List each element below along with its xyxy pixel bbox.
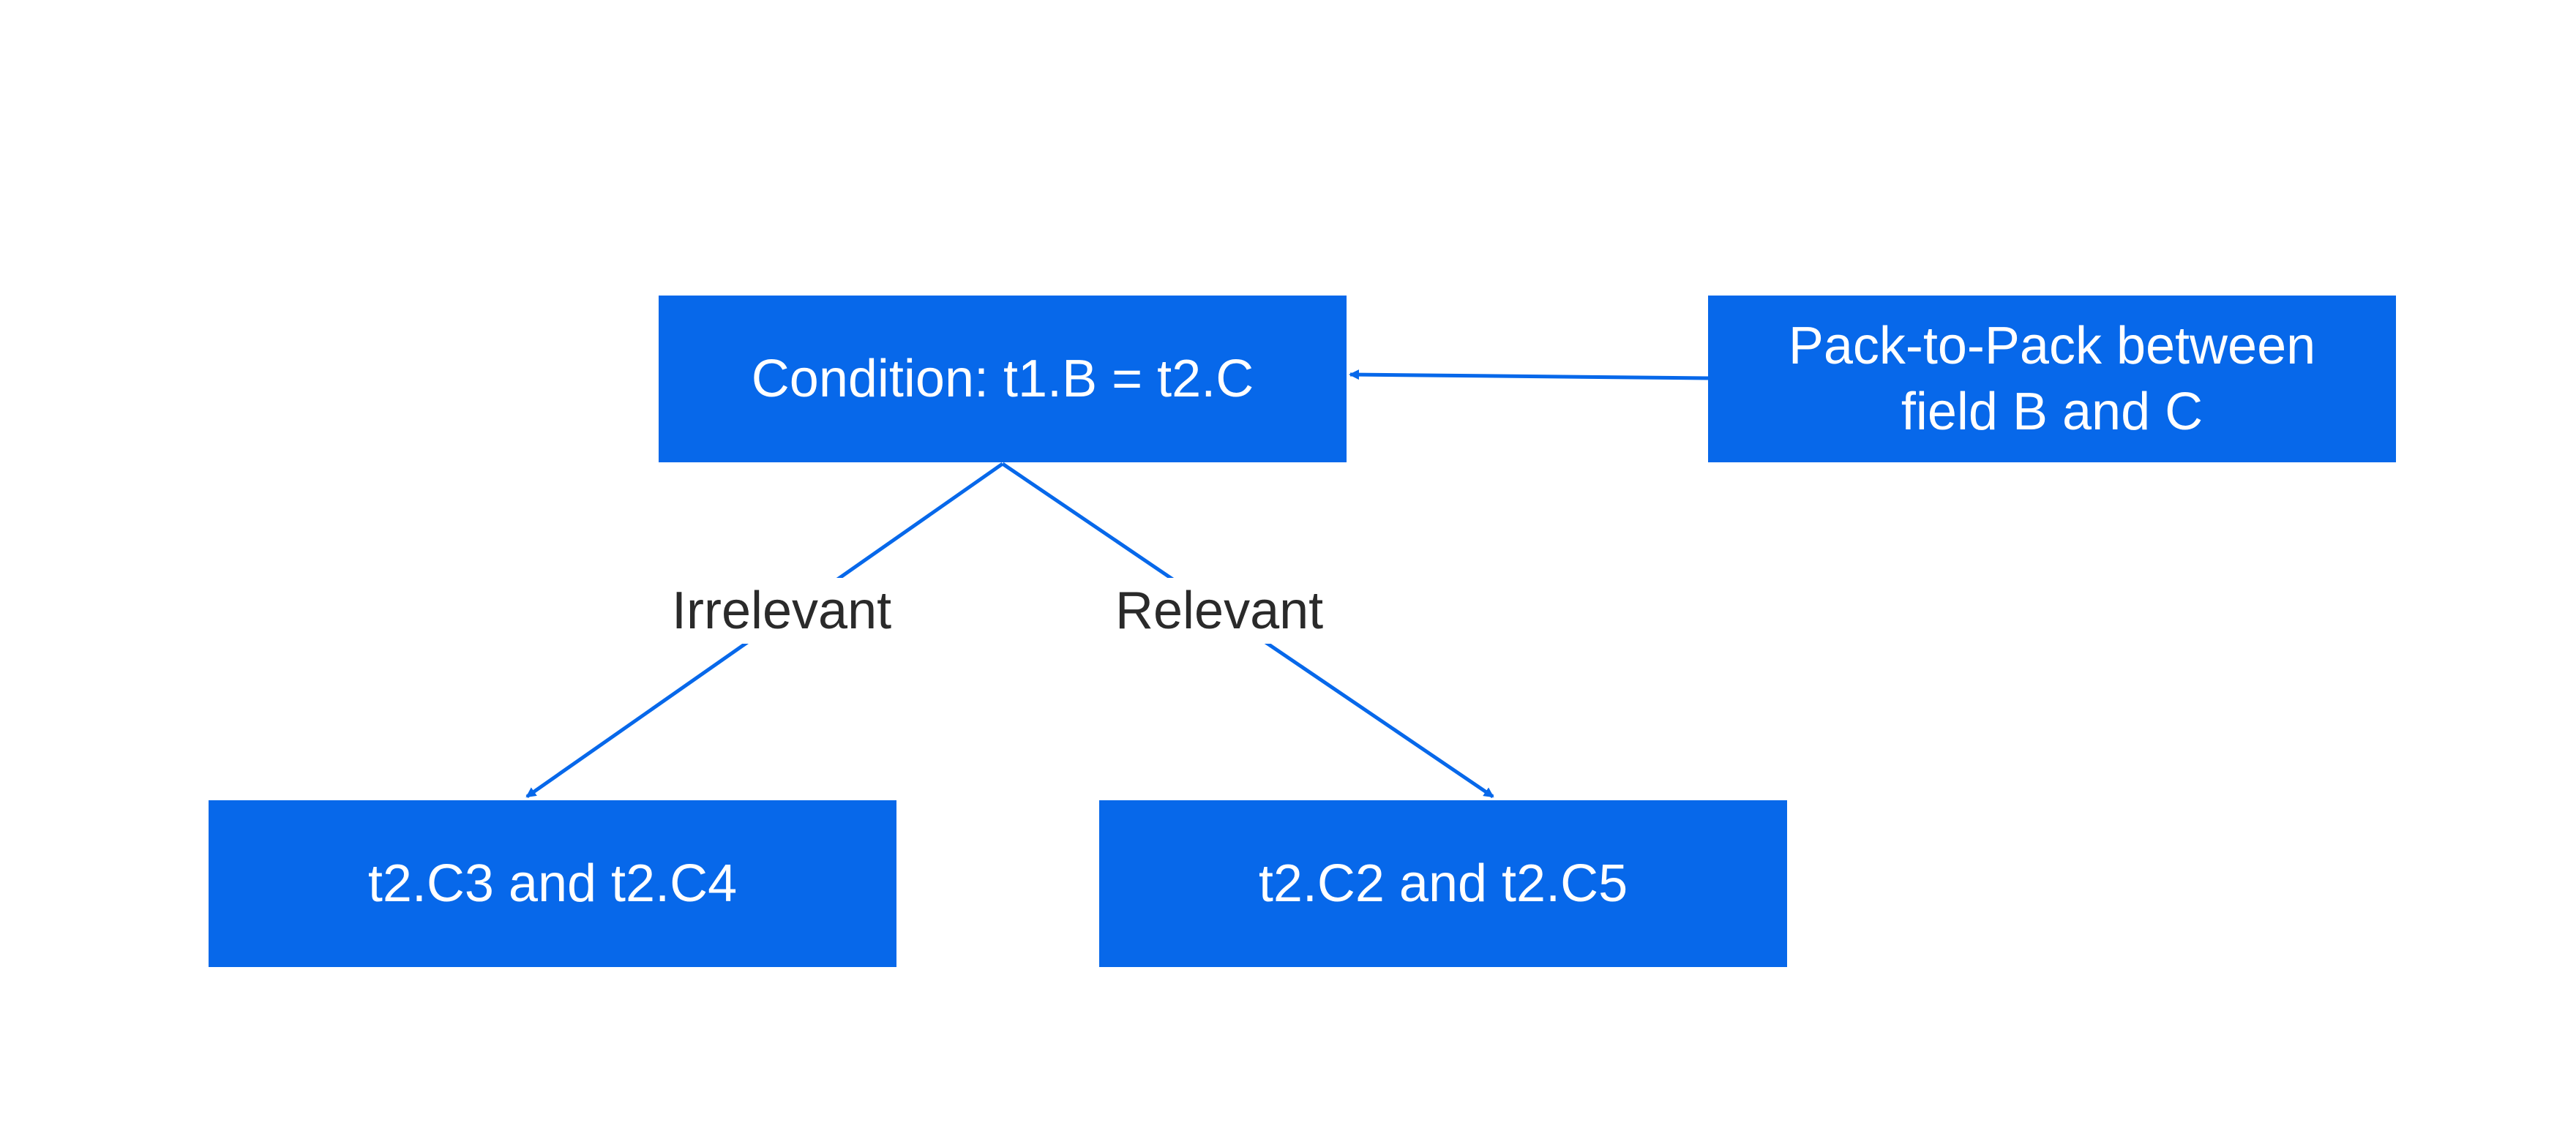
pack-to-pack-node-label: Pack-to-Pack between field B and C — [1788, 317, 2316, 441]
edge-pack-to-condition — [1349, 369, 1709, 380]
irrelevant-target-node: t2.C3 and t2.C4 — [209, 800, 896, 967]
condition-node: Condition: t1.B = t2.C — [659, 296, 1347, 462]
relevant-target-node: t2.C2 and t2.C5 — [1099, 800, 1787, 967]
edge-label-relevant: Relevant — [1105, 578, 1334, 644]
relevant-target-node-label: t2.C2 and t2.C5 — [1258, 854, 1628, 913]
pack-to-pack-node: Pack-to-Pack between field B and C — [1708, 296, 2396, 462]
irrelevant-target-node-label: t2.C3 and t2.C4 — [367, 854, 738, 913]
condition-node-label: Condition: t1.B = t2.C — [751, 350, 1254, 408]
edge-label-irrelevant: Irrelevant — [662, 578, 902, 644]
